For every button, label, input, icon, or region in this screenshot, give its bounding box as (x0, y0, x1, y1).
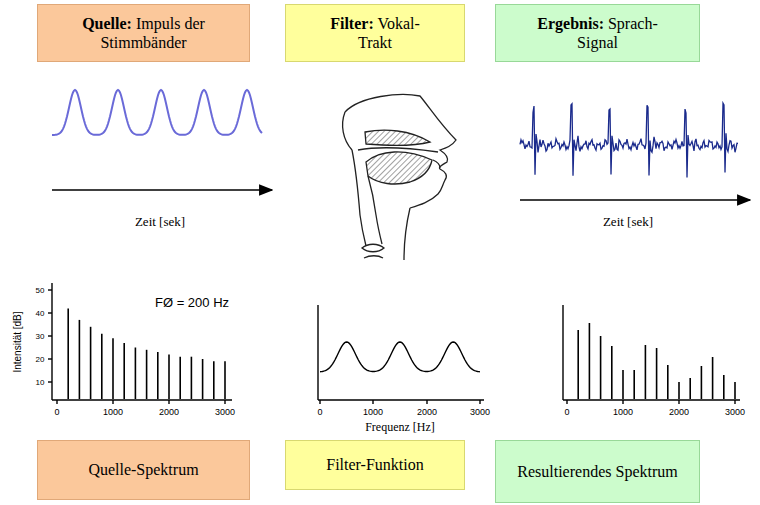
spectrum-bar (101, 334, 103, 399)
spectrum-bar (678, 382, 680, 399)
spectrum-bar (611, 346, 613, 399)
spectrum-bar (622, 370, 624, 399)
tick-label: 2000 (417, 407, 437, 417)
source-box: Quelle: Impuls der Stimmbänder (37, 4, 250, 62)
spectrum-bar (135, 348, 137, 400)
spectrum-bar (213, 361, 215, 399)
time-axis (52, 189, 272, 191)
chart-axes (48, 283, 740, 404)
tick-label: 0 (317, 407, 322, 417)
spectrum-bar (723, 375, 725, 399)
filter-curve (320, 342, 480, 372)
tick-label: 30 (36, 332, 45, 341)
tick-label: 2000 (669, 407, 689, 417)
spectrum-bar (577, 330, 579, 399)
box-text: Quelle-Spektrum (88, 461, 198, 478)
box-heading: Quelle: (82, 15, 132, 32)
result-caption-box: Resultierendes Spektrum (495, 440, 700, 503)
spectrum-bar (689, 378, 691, 399)
spectrum-bar (600, 336, 602, 399)
box-text: Filter-Funktion (326, 456, 423, 473)
tick-label: 0 (54, 407, 59, 417)
spectrum-bar (123, 343, 125, 399)
box-heading: Filter: (330, 15, 374, 32)
spectrum-bar (589, 323, 591, 399)
speech-wave (520, 103, 738, 177)
tick-label: 3000 (470, 407, 490, 417)
spectrum-bar (656, 348, 658, 399)
spectrum-bar (168, 354, 170, 399)
pulse-wave (52, 90, 262, 135)
spectrum-bar (67, 308, 69, 399)
axis-label: Frequenz [Hz] (365, 420, 435, 435)
spectrum-bar (112, 338, 114, 399)
tick-label: 1000 (363, 407, 383, 417)
spectrum-bar (667, 365, 669, 399)
tick-label: 3000 (725, 407, 745, 417)
vocal-tract (343, 95, 456, 260)
tick-label: 0 (564, 407, 569, 417)
tick-label: 1000 (103, 407, 123, 417)
result-box: Ergebnis: Sprach-Signal (495, 4, 700, 62)
spectrum-bar (79, 320, 81, 399)
tick-label: 3000 (215, 407, 235, 417)
spectrum-bar (179, 357, 181, 399)
axis-label: Intensität [dB] (12, 311, 23, 372)
spectrum-bar (191, 357, 193, 399)
spectrum-bar (224, 361, 226, 399)
spectrum-bar (633, 370, 635, 399)
source-caption-box: Quelle-Spektrum (37, 440, 250, 500)
box-heading: Ergebnis: (537, 15, 604, 32)
f0-annotation: FØ = 200 Hz (155, 295, 229, 310)
axis-label: Zeit [sek] (135, 214, 185, 230)
spectrum-bar (734, 382, 736, 399)
spectrum-bar (146, 350, 148, 399)
spectrum-bar (712, 357, 714, 399)
tick-label: 10 (36, 378, 45, 387)
spectrum-bar (701, 366, 703, 399)
tick-label: 20 (36, 355, 45, 364)
tick-label: 1000 (613, 407, 633, 417)
axis-label: Zeit [sek] (603, 214, 653, 230)
tick-label: 2000 (159, 407, 179, 417)
filter-caption-box: Filter-Funktion (285, 440, 465, 490)
tick-label: 50 (36, 286, 45, 295)
spectrum-bar (202, 359, 204, 399)
spectrum-bar (645, 345, 647, 399)
spectrum-bar (90, 327, 92, 399)
filter-box: Filter: Vokal-Trakt (285, 4, 465, 62)
spectrum-bar (157, 352, 159, 399)
box-text: Resultierendes Spektrum (517, 463, 677, 480)
tick-label: 40 (36, 309, 45, 318)
time-axis (520, 199, 750, 201)
